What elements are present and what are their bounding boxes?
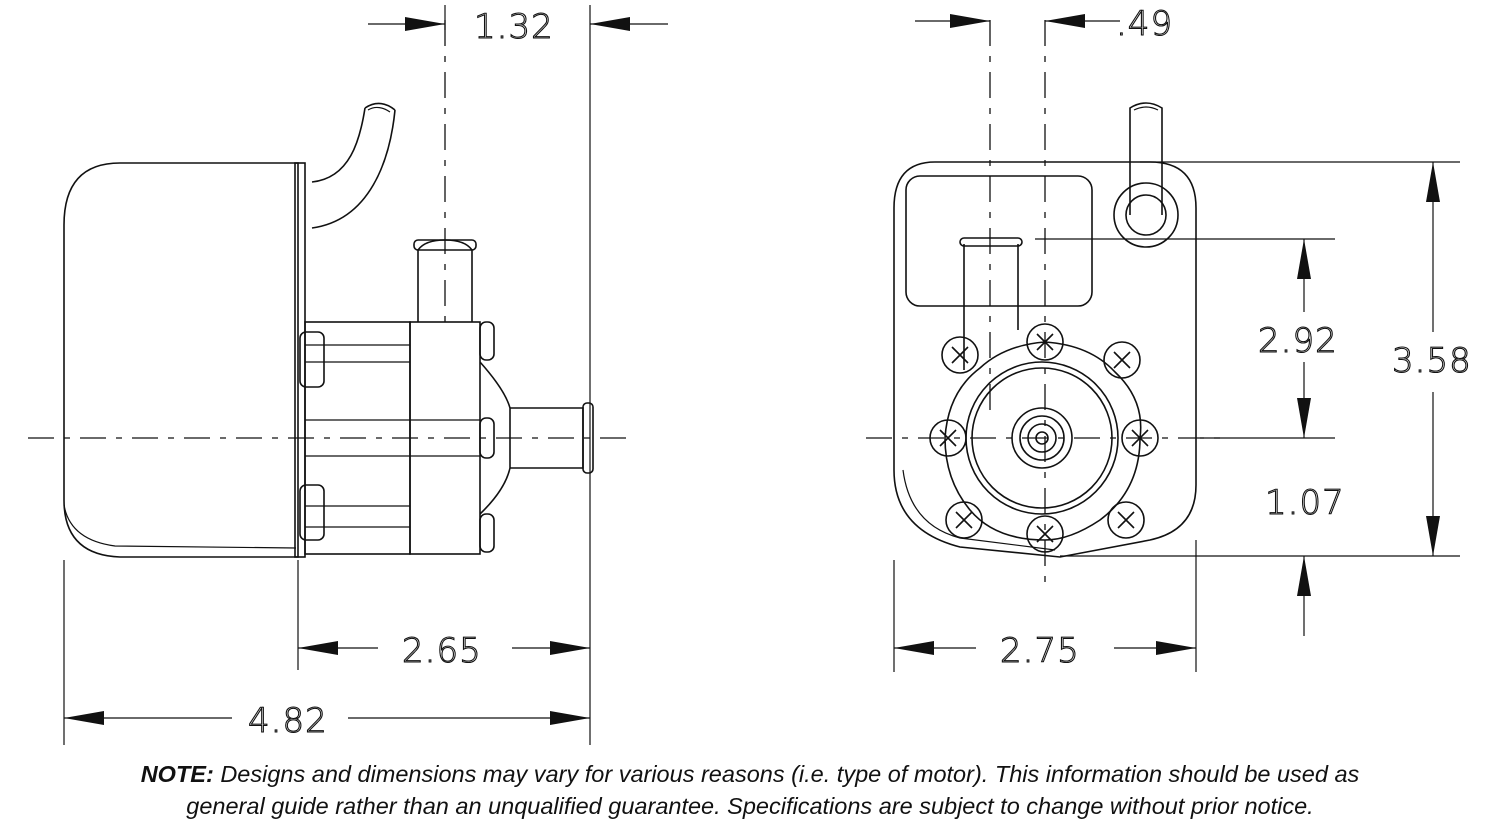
dim-front-outlet-offset: .49 — [1116, 4, 1173, 44]
note-line-1: NOTE: Designs and dimensions may vary fo… — [0, 758, 1500, 790]
front-cord-grommet — [1113, 182, 1179, 248]
front-view — [866, 14, 1460, 672]
note-label: NOTE: — [140, 761, 214, 787]
dim-overall-height: 3.58 — [1392, 341, 1472, 381]
power-cord — [311, 107, 396, 229]
front-housing — [893, 161, 1197, 558]
motor-housing — [63, 162, 299, 558]
front-outlet-nozzle — [963, 244, 1019, 370]
pump-dimension-drawing: 1.32 .49 2.92 3.58 1.07 2.65 2.75 4.82 — [28, 3, 1472, 745]
side-view — [28, 5, 668, 745]
dim-side-outlet-offset: 1.32 — [474, 7, 554, 47]
disclaimer-note: NOTE: Designs and dimensions may vary fo… — [0, 758, 1500, 822]
dim-pump-head-length: 2.65 — [402, 631, 482, 671]
front-recess — [905, 175, 1093, 307]
dim-outlet-height: 2.92 — [1258, 321, 1338, 361]
dim-centerline-height: 1.07 — [1265, 483, 1345, 523]
note-line-2: general guide rather than an unqualified… — [186, 793, 1314, 819]
dim-overall-length: 4.82 — [248, 701, 328, 741]
dim-front-width: 2.75 — [1000, 631, 1080, 671]
note-text-1: Designs and dimensions may vary for vari… — [213, 761, 1360, 787]
